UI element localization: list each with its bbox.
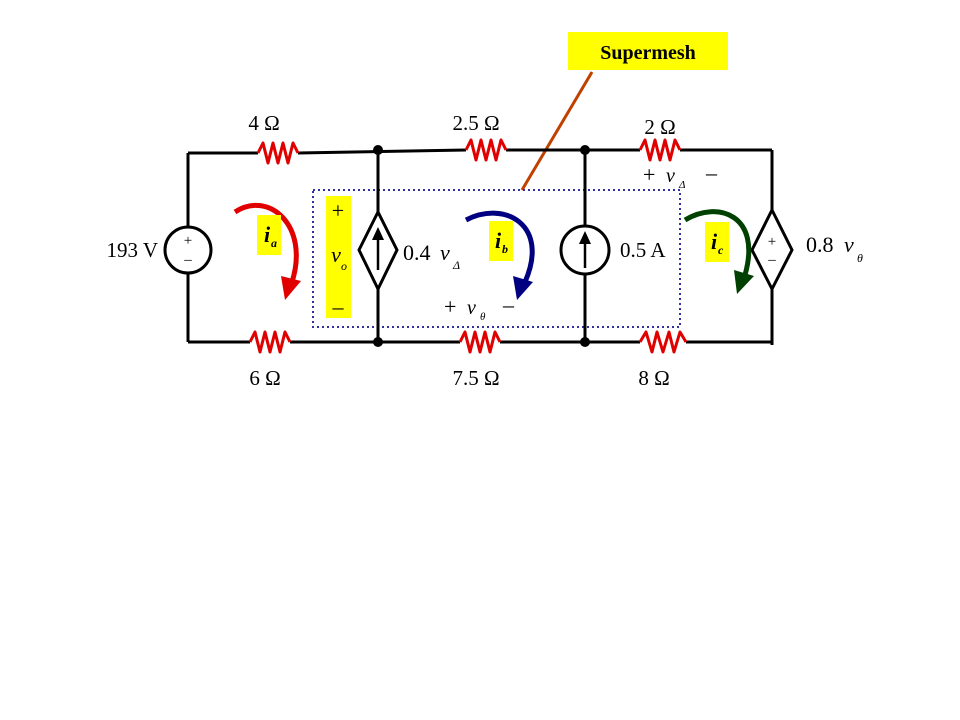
ic-label-box [705,222,729,262]
dep-voltage-variable: v [844,232,854,257]
vo-minus: – [332,294,345,319]
node-bottom-2 [580,337,590,347]
ic-variable: i [711,229,718,254]
circuit-wires [186,148,774,345]
dep-voltage-subscript: θ [857,251,863,265]
v-delta-variable: v [666,165,675,187]
v-theta-minus: – [502,292,515,317]
resistor-2-ohm [638,138,682,162]
dependent-voltage-source [750,206,794,293]
resistor-4-ohm [256,141,300,165]
ia-subscript: a [271,236,277,250]
label-2-5-ohm: 2.5 Ω [452,111,499,135]
voltage-source-plus: + [184,233,192,249]
dep-voltage-coefficient: 0.8 [806,232,834,257]
label-4-ohm: 4 Ω [248,111,279,135]
label-8-ohm: 8 Ω [638,366,669,390]
v-delta-subscript: Δ [678,179,685,191]
supermesh-pointer [520,71,594,191]
vo-subscript: o [341,259,347,273]
resistor-8-ohm [638,330,688,354]
dep-voltage-minus: – [767,252,776,268]
ia-variable: i [264,222,271,247]
vo-plus: + [332,198,344,223]
voltage-source-minus: – [183,252,192,268]
v-theta-subscript: θ [480,311,486,323]
resistor-2-5-ohm [464,138,508,162]
node-top-2 [580,145,590,155]
v-delta-minus: – [705,160,718,185]
supermesh-callout-box [568,32,728,70]
voltage-source-193v [163,225,213,275]
mesh-a-arrow-head-icon [281,276,301,300]
mesh-b-arrow-head-icon [513,276,533,300]
dep-voltage-plus: + [768,234,776,250]
label-193v: 193 V [106,238,158,262]
label-7-5-ohm: 7.5 Ω [452,366,499,390]
current-source-arrow-head-icon [579,231,591,244]
v-theta-variable: v [467,297,476,319]
mesh-b-arrow [464,210,535,284]
resistor-7-5-ohm [458,330,502,354]
mesh-c-arrow-head-icon [734,270,754,294]
ic-subscript: c [718,243,724,257]
ib-subscript: b [502,242,508,256]
label-0-5a: 0.5 A [620,238,666,262]
supermesh-boundary [312,189,681,328]
node-bottom-1 [373,337,383,347]
mesh-a-arrow [233,202,299,283]
dep-current-variable: v [440,240,450,265]
ia-label-box [257,215,281,255]
node-top-1 [373,145,383,155]
mesh-c-arrow [683,209,752,276]
label-2-ohm: 2 Ω [644,115,675,139]
vo-label-box [326,196,351,318]
resistor-6-ohm [248,330,292,354]
dep-current-arrow-head-icon [372,227,384,240]
dep-current-subscript: Δ [452,258,460,272]
v-theta-plus: + [444,294,456,319]
ib-variable: i [495,228,502,253]
vo-variable: v [331,242,341,267]
label-6-ohm: 6 Ω [249,366,280,390]
v-delta-plus: + [643,162,655,187]
supermesh-label: Supermesh [600,42,696,64]
dep-current-coefficient: 0.4 [403,240,431,265]
ib-label-box [489,221,513,261]
